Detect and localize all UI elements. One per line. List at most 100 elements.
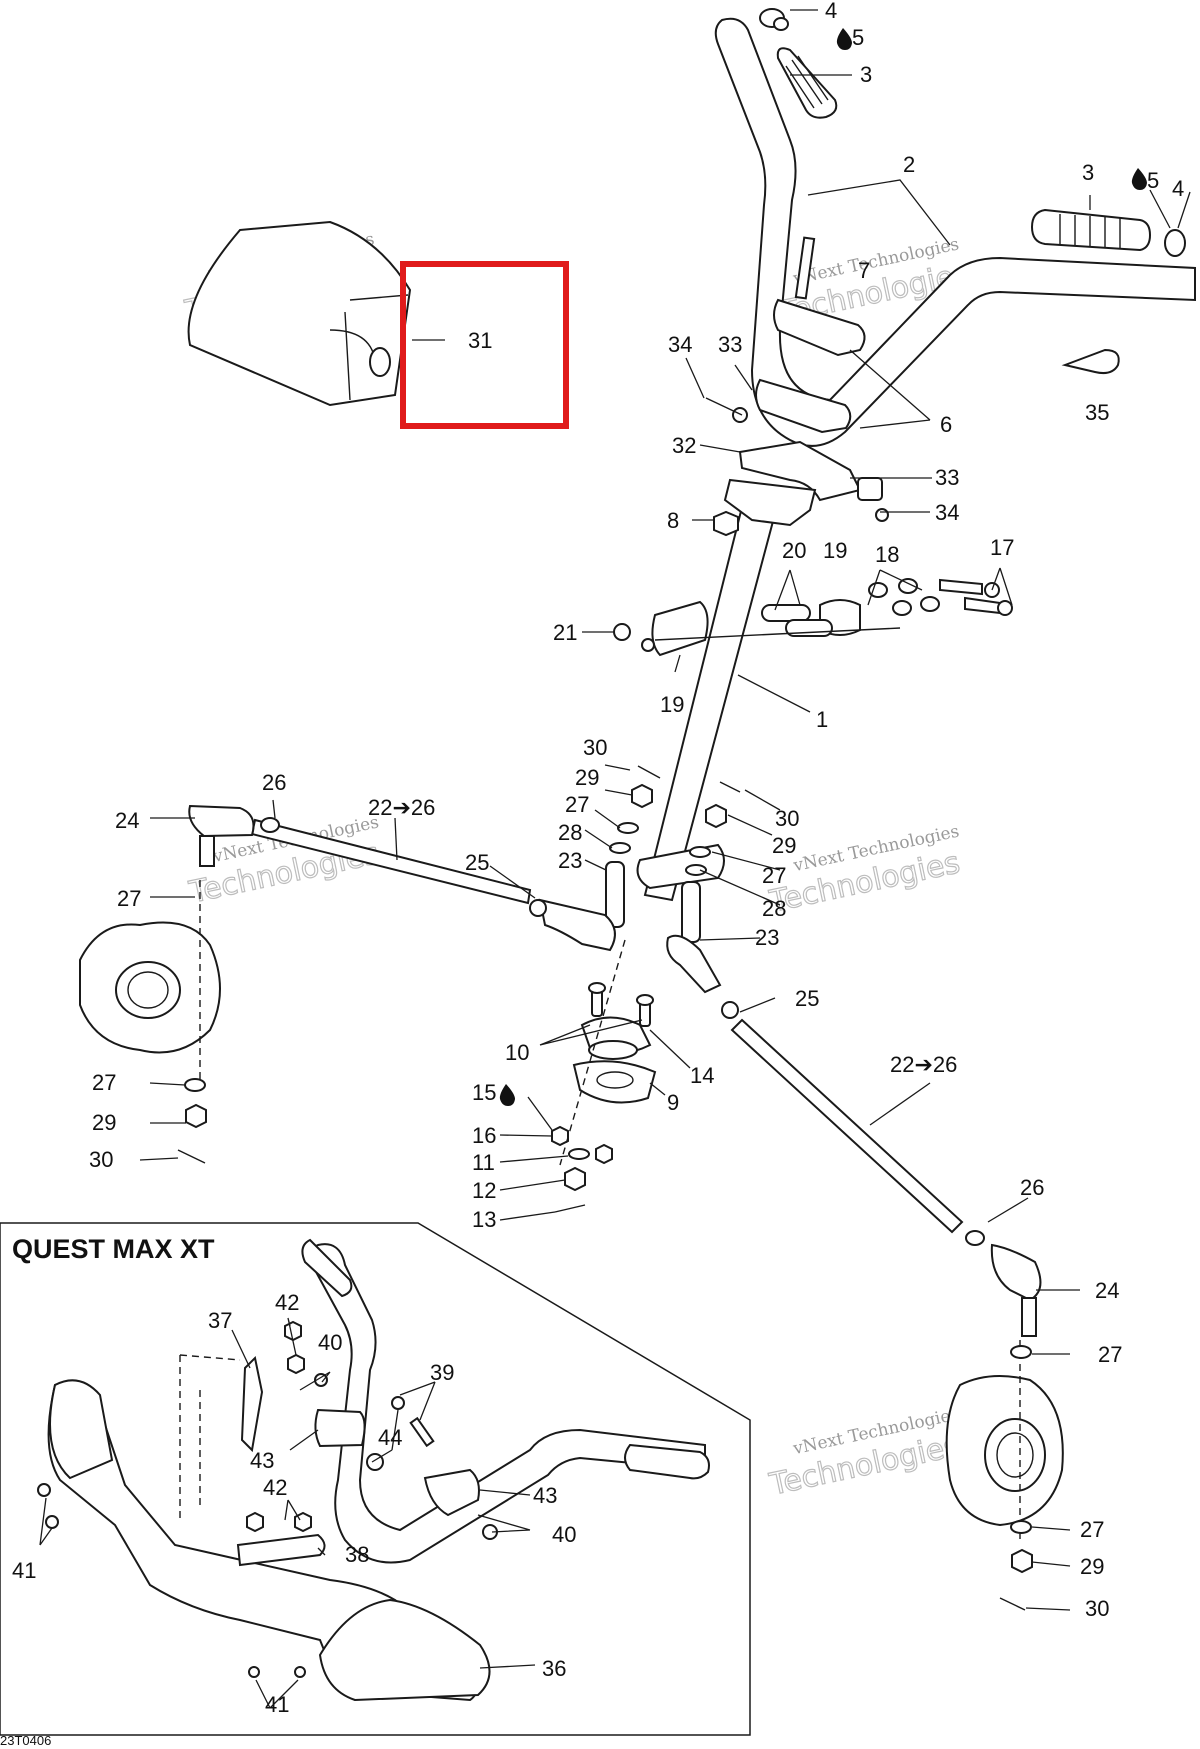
nut-8 — [713, 510, 739, 537]
callout-19: 19 — [823, 538, 847, 563]
callout-10: 10 — [505, 1040, 529, 1065]
callout-15: 15 — [472, 1080, 496, 1105]
grip-right — [1030, 208, 1152, 252]
inset-panel: QUEST MAX XT — [0, 1222, 751, 1736]
end-cap-top — [759, 8, 789, 31]
callout-21: 21 — [553, 620, 577, 645]
callout-24: 24 — [1095, 1278, 1119, 1303]
leader-lines — [39, 9, 1191, 1709]
callout-42: 42 — [275, 1290, 299, 1315]
callout-27: 27 — [1098, 1342, 1122, 1367]
callout-24: 24 — [115, 808, 139, 833]
callout-23: 23 — [755, 925, 779, 950]
windshield — [187, 220, 412, 407]
callout-15-with-oil: 15 — [472, 1080, 515, 1106]
pivot-hardware-left — [605, 765, 661, 928]
callout-30: 30 — [583, 735, 607, 760]
callout-29: 29 — [92, 1110, 116, 1135]
callout-29: 29 — [1080, 1554, 1104, 1579]
callout-26: 26 — [262, 770, 286, 795]
callout-25: 25 — [465, 850, 489, 875]
callout-26: 26 — [1020, 1175, 1044, 1200]
column-clamp — [613, 578, 1013, 657]
callout-5-with-oil: 5 — [836, 25, 864, 50]
callout-27: 27 — [762, 863, 786, 888]
callout-29: 29 — [772, 833, 796, 858]
callout-7: 7 — [858, 258, 870, 283]
callout-18: 18 — [875, 542, 899, 567]
lower-hardware-right — [999, 1345, 1033, 1611]
oil-drop-icon — [836, 28, 852, 50]
callout-6: 6 — [940, 412, 952, 437]
callout-1: 1 — [816, 707, 828, 732]
callout-30: 30 — [1085, 1596, 1109, 1621]
callout-40: 40 — [318, 1330, 342, 1355]
callout-22-26: 22➔26 — [890, 1052, 957, 1077]
callout-37: 37 — [208, 1308, 232, 1333]
callout-39: 39 — [430, 1360, 454, 1385]
callout-28: 28 — [558, 820, 582, 845]
callout-labels: 4 5 3 2 3 5 4 7 31 34 33 35 6 32 33 34 8… — [12, 0, 1184, 1717]
callout-27: 27 — [92, 1070, 116, 1095]
callout-31: 31 — [468, 328, 492, 353]
callout-19: 19 — [660, 692, 684, 717]
cable-tie — [1061, 348, 1120, 375]
callout-5-with-oil: 5 — [1131, 168, 1159, 193]
callout-27: 27 — [1080, 1517, 1104, 1542]
callout-22-26: 22➔26 — [368, 795, 435, 820]
callout-41: 41 — [265, 1692, 289, 1717]
callout-11: 11 — [472, 1150, 495, 1175]
tie-rod-right — [666, 934, 1042, 1337]
callout-42: 42 — [263, 1475, 287, 1500]
callout-33: 33 — [718, 332, 742, 357]
callout-25: 25 — [795, 986, 819, 1011]
lower-hardware-left — [177, 1078, 207, 1164]
callout-3: 3 — [860, 62, 872, 87]
callout-27: 27 — [565, 792, 589, 817]
tie-rod-left — [188, 804, 616, 952]
callout-30: 30 — [89, 1147, 113, 1172]
callout-8: 8 — [667, 508, 679, 533]
callout-17: 17 — [990, 535, 1014, 560]
callout-14: 14 — [690, 1063, 714, 1088]
callout-27: 27 — [117, 886, 141, 911]
callout-34: 34 — [935, 500, 959, 525]
oil-drop-icon — [1131, 168, 1147, 190]
callout-43: 43 — [533, 1483, 557, 1508]
highlight-box — [400, 261, 569, 429]
callout-3: 3 — [1082, 160, 1094, 185]
callout-30: 30 — [775, 806, 799, 831]
callout-13: 13 — [472, 1207, 496, 1232]
lower-support — [551, 939, 657, 1213]
callout-9: 9 — [667, 1090, 679, 1115]
callout-32: 32 — [672, 433, 696, 458]
callout-22-to-26: 22➔26 — [890, 1052, 957, 1077]
knuckle-left — [79, 880, 221, 1080]
callout-4: 4 — [1172, 176, 1184, 201]
end-cap-right — [1164, 229, 1186, 257]
oil-drop-icon — [499, 1084, 515, 1106]
callout-22-to-26: 22➔26 — [368, 795, 435, 820]
callout-36: 36 — [542, 1656, 566, 1681]
callout-20: 20 — [782, 538, 806, 563]
callout-5: 5 — [852, 25, 864, 50]
callout-43: 43 — [250, 1448, 274, 1473]
callout-38: 38 — [345, 1542, 369, 1567]
callout-4: 4 — [825, 0, 837, 23]
diagram-code: 23T0406 — [0, 1733, 51, 1748]
callout-34: 34 — [668, 332, 692, 357]
callout-16: 16 — [472, 1123, 496, 1148]
callout-35: 35 — [1085, 400, 1109, 425]
callout-44: 44 — [378, 1425, 402, 1450]
callout-23: 23 — [558, 848, 582, 873]
knuckle-right — [945, 1340, 1064, 1540]
grip-top — [776, 47, 838, 119]
callout-12: 12 — [472, 1178, 496, 1203]
callout-41: 41 — [12, 1558, 36, 1583]
handlebar-clamps — [755, 236, 866, 434]
callout-2: 2 — [903, 152, 915, 177]
inset-handlebar — [301, 1238, 710, 1564]
callout-33: 33 — [935, 465, 959, 490]
callout-28: 28 — [762, 896, 786, 921]
